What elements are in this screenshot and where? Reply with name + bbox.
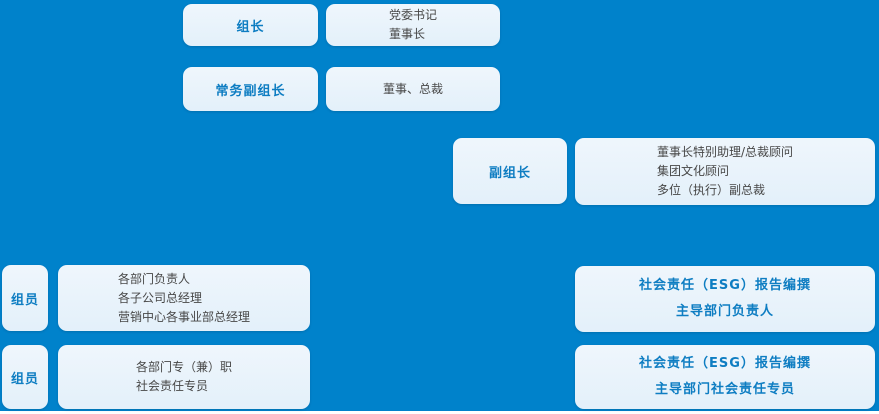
role-label-member-2: 组员 (10, 371, 39, 387)
desc-line: 多位（执行）副总裁 (656, 183, 765, 197)
duty-box-esg-report-lead-department: 社会责任（ESG）报告编撰 主导部门负责人 (575, 266, 875, 332)
desc-block-member-1: 各部门负责人 各子公司总经理 营销中心各事业部总经理 (118, 270, 250, 327)
desc-box-member-1: 各部门负责人 各子公司总经理 营销中心各事业部总经理 (58, 265, 310, 331)
duty-line: 社会责任（ESG）报告编撰 (639, 356, 811, 371)
duty-line: 主导部门负责人 (675, 304, 774, 319)
role-box-executive-deputy-leader: 常务副组长 (183, 67, 318, 111)
role-label-leader: 组长 (236, 19, 265, 35)
duty-line: 主导部门社会责任专员 (654, 382, 795, 397)
desc-block-leader: 党委书记 董事长 (389, 6, 437, 44)
desc-block-member-2: 各部门专（兼）职 社会责任专员 (136, 358, 232, 396)
desc-line: 集团文化顾问 (656, 164, 729, 178)
desc-line: 各部门负责人 (117, 271, 190, 286)
desc-box-executive-deputy-leader: 董事、总裁 (326, 67, 500, 111)
role-label-member-1: 组员 (10, 292, 39, 308)
role-label-deputy-leader: 副组长 (488, 165, 531, 181)
desc-line: 董事长 (388, 27, 425, 41)
desc-line: 各部门专（兼）职 (135, 360, 232, 374)
desc-line: 董事长特别助理/总裁顾问 (656, 145, 794, 159)
duty-box-esg-report-specialist: 社会责任（ESG）报告编撰 主导部门社会责任专员 (575, 345, 875, 409)
desc-line: 社会责任专员 (135, 379, 208, 393)
role-box-member-1: 组员 (2, 265, 48, 331)
desc-box-deputy-leader: 董事长特别助理/总裁顾问 集团文化顾问 多位（执行）副总裁 (575, 138, 875, 205)
duty-block-esg-report-specialist: 社会责任（ESG）报告编撰 主导部门社会责任专员 (639, 351, 811, 403)
duty-block-esg-report-lead-department: 社会责任（ESG）报告编撰 主导部门负责人 (639, 273, 811, 325)
role-box-deputy-leader: 副组长 (453, 138, 567, 204)
desc-line: 营销中心各事业部总经理 (117, 309, 250, 324)
desc-line: 董事、总裁 (382, 81, 443, 96)
desc-line: 各子公司总经理 (117, 290, 202, 305)
role-label-executive-deputy-leader: 常务副组长 (215, 83, 286, 99)
desc-line: 党委书记 (388, 8, 437, 22)
desc-block-executive-deputy-leader: 董事、总裁 (383, 80, 443, 99)
role-box-leader: 组长 (183, 4, 318, 46)
desc-box-member-2: 各部门专（兼）职 社会责任专员 (58, 345, 310, 409)
desc-box-leader: 党委书记 董事长 (326, 4, 500, 46)
duty-line: 社会责任（ESG）报告编撰 (639, 278, 811, 293)
role-box-member-2: 组员 (2, 345, 48, 409)
desc-block-deputy-leader: 董事长特别助理/总裁顾问 集团文化顾问 多位（执行）副总裁 (657, 143, 793, 200)
